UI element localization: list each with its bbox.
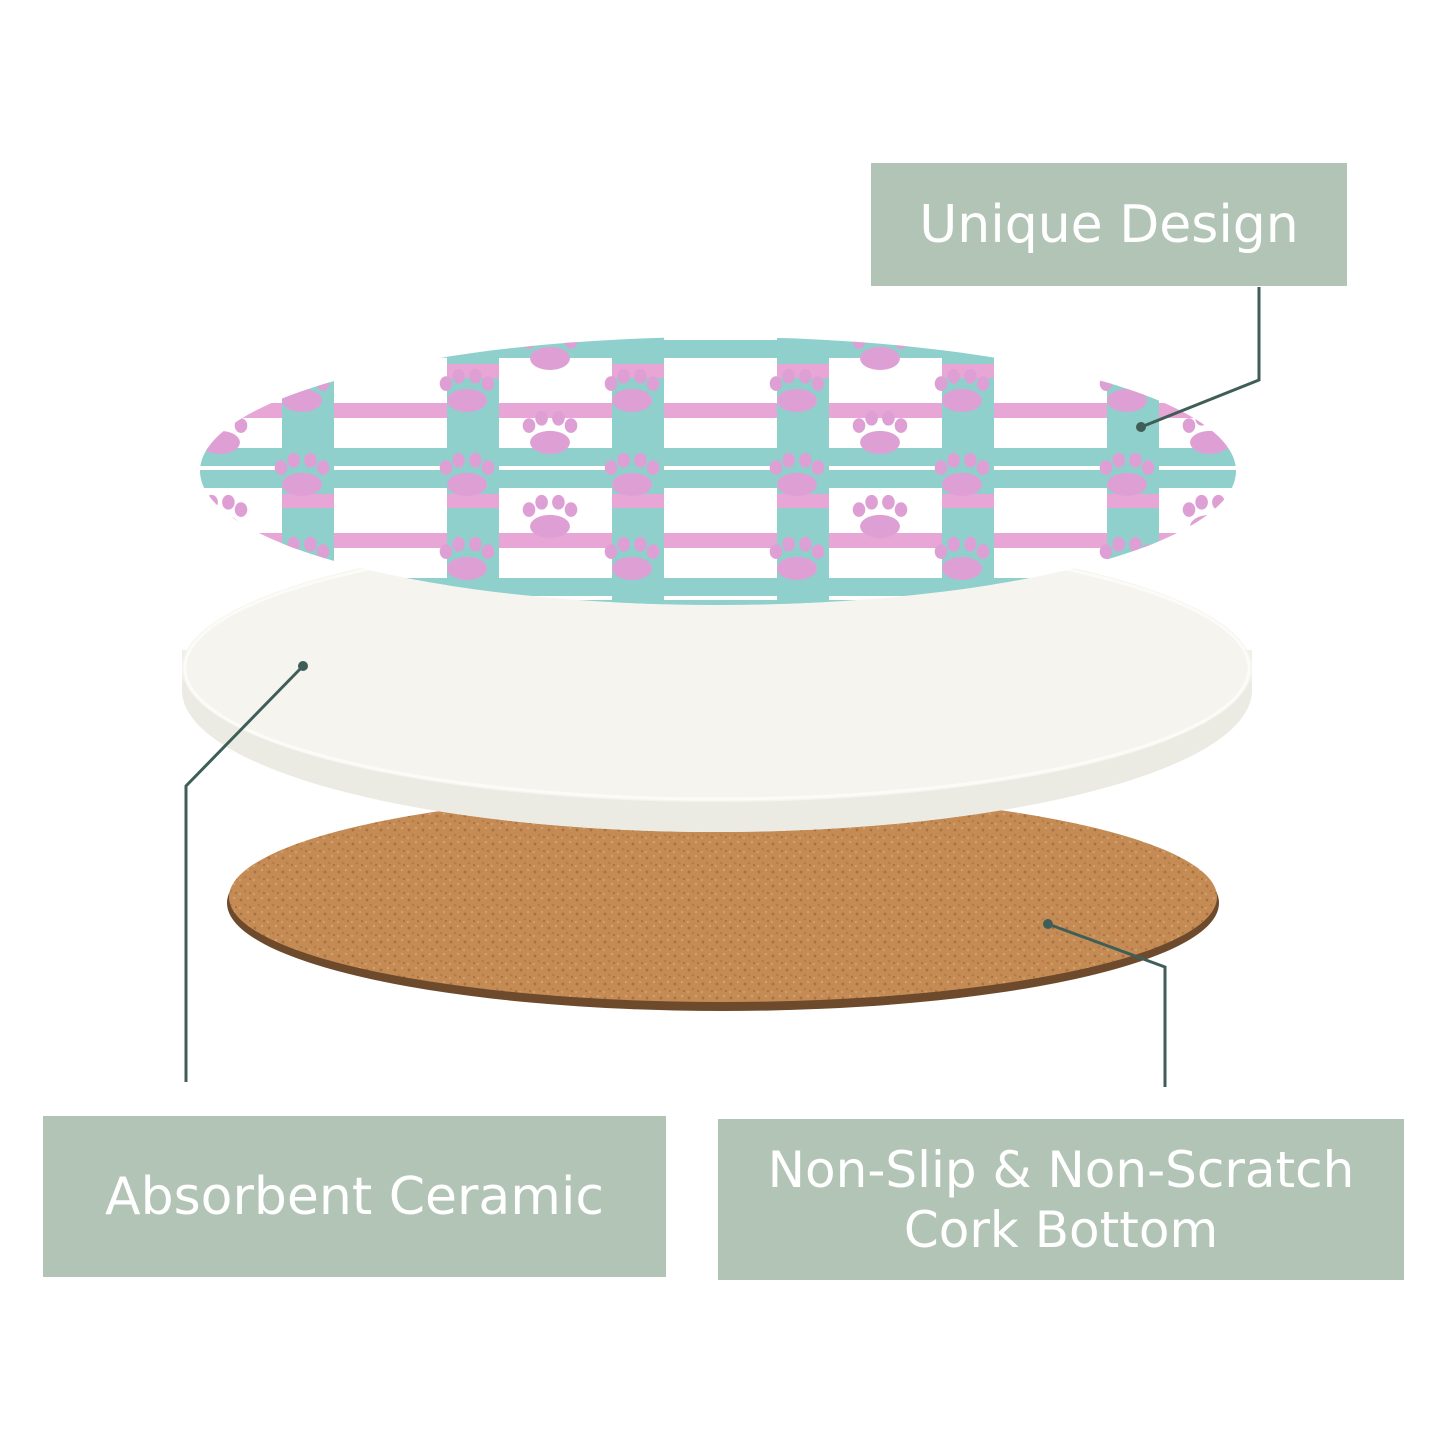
pattern-stripe-accent bbox=[612, 494, 664, 508]
paw-print-icon bbox=[1265, 537, 1320, 580]
paw-print-icon bbox=[1265, 369, 1320, 412]
cork-bottom-callout: Non-Slip & Non-Scratch Cork Bottom bbox=[718, 1119, 1404, 1280]
pattern-stripe-accent bbox=[942, 494, 994, 508]
pattern-stripe-accent bbox=[1272, 494, 1324, 508]
pattern-stripe-accent bbox=[1437, 624, 1445, 638]
paw-print-icon bbox=[605, 285, 660, 328]
paw-print-icon bbox=[1430, 285, 1445, 328]
pattern-stripe-accent bbox=[1437, 494, 1445, 508]
pattern-stripe-accent bbox=[777, 494, 829, 508]
pattern-stripe-accent bbox=[1272, 624, 1324, 638]
cork-layer bbox=[227, 792, 1219, 1011]
paw-print-icon bbox=[770, 285, 825, 328]
paw-print-icon bbox=[200, 337, 248, 370]
paw-print-icon bbox=[1430, 453, 1445, 496]
paw-print-icon bbox=[1430, 369, 1445, 412]
leader-dot-cork bbox=[1043, 919, 1053, 929]
leader-lines bbox=[184, 287, 1261, 1087]
leader-line-unique-design bbox=[1140, 287, 1261, 429]
pattern-stripe bbox=[1272, 330, 1324, 630]
pattern-band bbox=[200, 448, 1236, 466]
pattern-stripe bbox=[1437, 330, 1445, 630]
pattern-stripe-accent bbox=[282, 364, 334, 378]
pattern-band bbox=[200, 340, 1236, 358]
paw-print-icon bbox=[440, 285, 495, 328]
pattern-stripe-accent bbox=[447, 494, 499, 508]
paw-print-icon bbox=[1265, 285, 1320, 328]
pattern-band bbox=[200, 600, 1236, 605]
pattern-band bbox=[200, 470, 1236, 488]
paw-print-icon bbox=[1265, 453, 1320, 496]
absorbent-ceramic-label: Absorbent Ceramic bbox=[105, 1166, 604, 1227]
cork-bottom-label-line2: Cork Bottom bbox=[903, 1200, 1219, 1259]
paw-print-icon bbox=[1182, 337, 1236, 370]
paw-print-icon bbox=[275, 285, 330, 328]
leader-line-cork bbox=[1047, 922, 1167, 1087]
pattern-stripe-accent bbox=[1272, 364, 1324, 378]
pattern-stripe-accent bbox=[1107, 494, 1159, 508]
unique-design-callout: Unique Design bbox=[871, 163, 1347, 286]
pattern-band bbox=[200, 403, 1236, 418]
cork-bottom-label-line1: Non-Slip & Non-Scratch bbox=[767, 1140, 1355, 1199]
paw-print-icon bbox=[1430, 537, 1445, 580]
leader-dot-ceramic bbox=[298, 661, 308, 671]
pattern-band bbox=[200, 533, 1236, 548]
pattern-stripe-accent bbox=[282, 494, 334, 508]
ceramic-layer bbox=[182, 534, 1252, 832]
pattern-stripe-accent bbox=[1437, 364, 1445, 378]
pattern-stripe-accent bbox=[1107, 364, 1159, 378]
leader-dot-unique-design bbox=[1136, 422, 1146, 432]
paw-print-icon bbox=[1100, 285, 1155, 328]
unique-design-label: Unique Design bbox=[919, 194, 1299, 255]
absorbent-ceramic-callout: Absorbent Ceramic bbox=[43, 1116, 666, 1277]
leader-line-ceramic bbox=[184, 664, 305, 1082]
paw-print-icon bbox=[935, 285, 990, 328]
